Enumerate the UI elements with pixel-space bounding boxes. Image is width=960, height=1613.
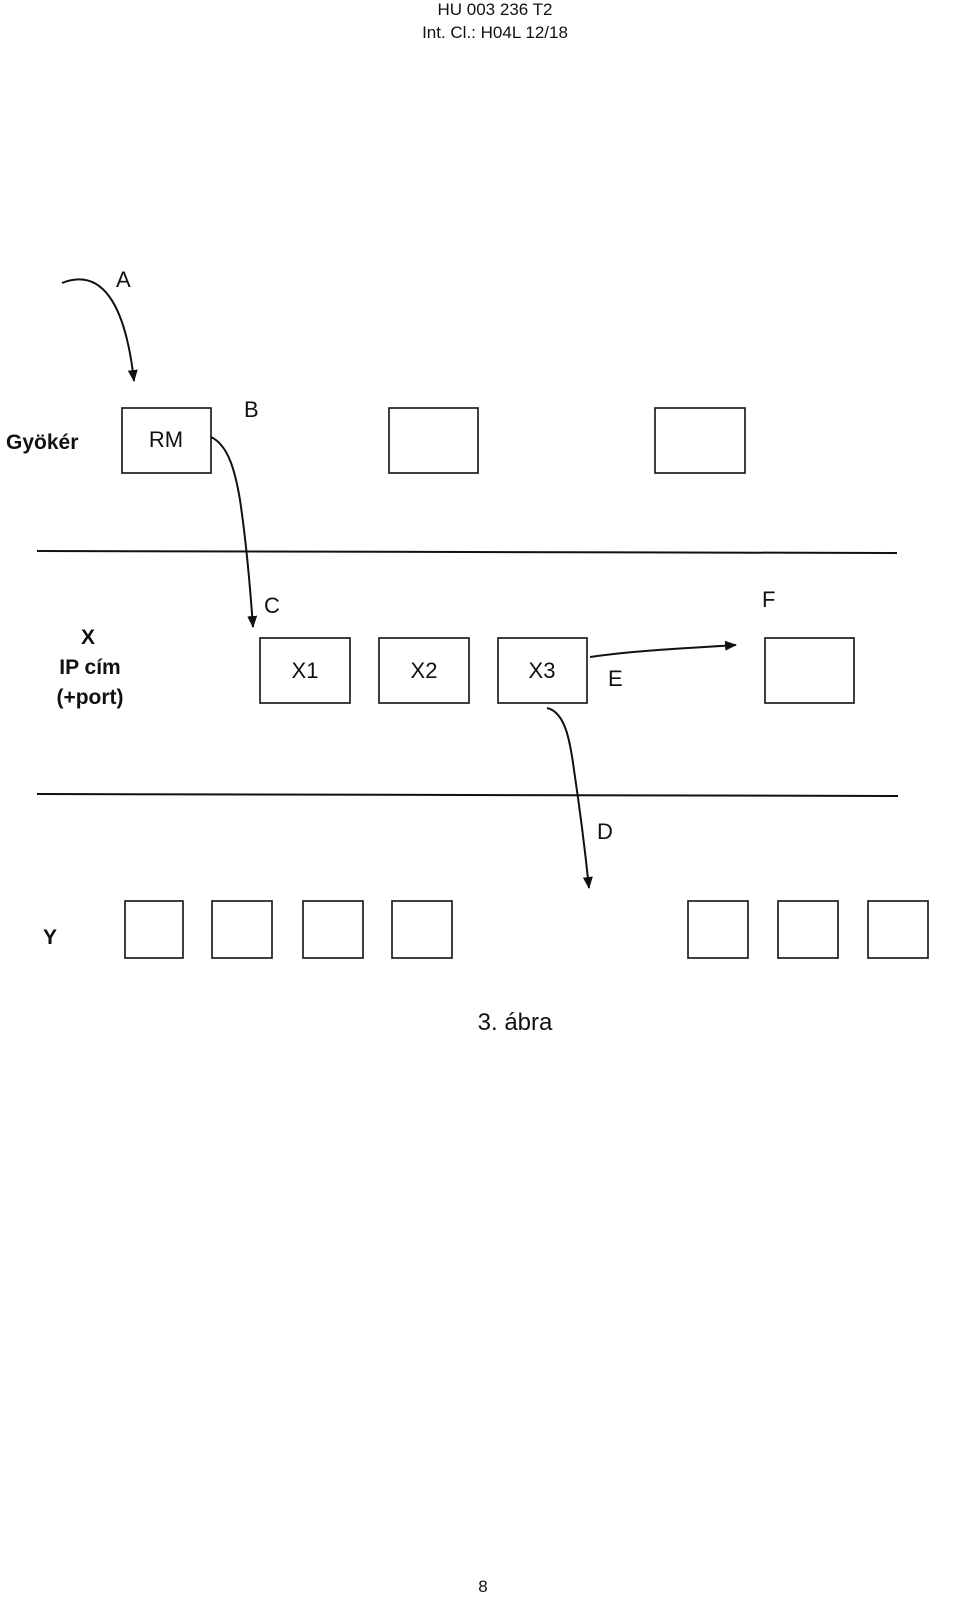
node-rm xyxy=(121,407,212,474)
node-rm-label: RM xyxy=(149,427,183,452)
x-level-ip-address: IP cím xyxy=(59,656,120,679)
node-f-target xyxy=(764,637,855,704)
y-node-4 xyxy=(391,900,453,959)
y-node-6 xyxy=(777,900,839,959)
x-level-port: (+port) xyxy=(56,686,123,709)
arrow-b-c xyxy=(210,436,258,628)
hierarchy-diagram: A Gyökér RM B C X IP cím (+port) X1 X2 X… xyxy=(6,267,929,959)
node-x1 xyxy=(259,637,351,704)
x-level-title: X xyxy=(81,626,95,649)
root-node-3 xyxy=(654,407,746,474)
node-x3 xyxy=(497,637,588,704)
label-a: A xyxy=(116,267,131,292)
figure-caption: 3. ábra xyxy=(477,1009,553,1036)
y-node-3 xyxy=(302,900,364,959)
arrow-a xyxy=(61,278,138,382)
label-c: C xyxy=(264,593,280,618)
y-level-title: Y xyxy=(43,926,57,949)
label-b: B xyxy=(244,397,259,422)
node-x3-label: X3 xyxy=(529,658,556,683)
node-x2-label: X2 xyxy=(411,658,438,683)
y-node-5 xyxy=(687,900,749,959)
page-number: 8 xyxy=(478,1577,488,1596)
classification: Int. Cl.: H04L 12/18 xyxy=(422,23,568,42)
arrow-d xyxy=(546,707,593,889)
root-level-label: Gyökér xyxy=(6,431,78,454)
label-e: E xyxy=(608,666,623,691)
document-number: HU 003 236 T2 xyxy=(437,0,553,19)
level-separator-1 xyxy=(36,550,898,554)
y-node-1 xyxy=(124,900,184,959)
y-node-7 xyxy=(867,900,929,959)
arrow-e-f xyxy=(589,640,737,658)
root-node-2 xyxy=(388,407,479,474)
y-node-2 xyxy=(211,900,273,959)
node-x1-label: X1 xyxy=(292,658,319,683)
level-separator-2 xyxy=(36,793,899,797)
label-d: D xyxy=(597,819,613,844)
node-x2 xyxy=(378,637,470,704)
label-f: F xyxy=(762,587,775,612)
